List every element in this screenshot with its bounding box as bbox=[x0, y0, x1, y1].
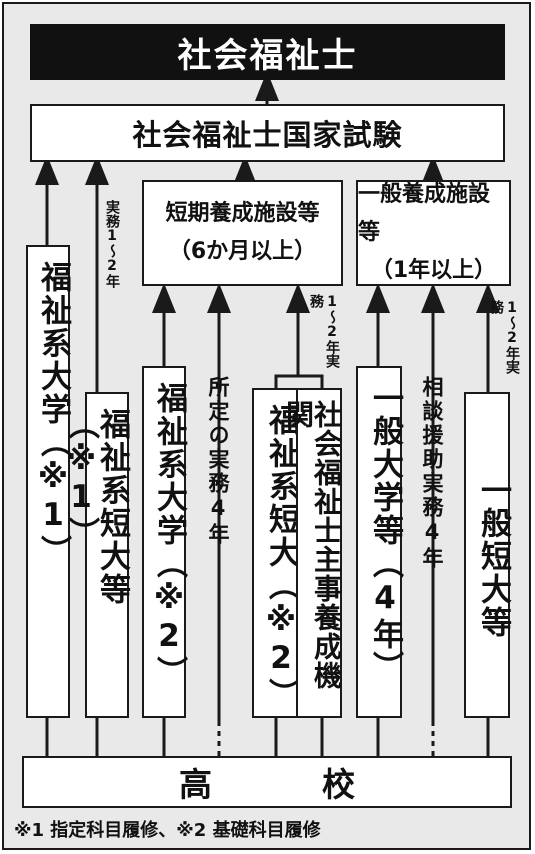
column-label: 一般大学等（4年） bbox=[367, 382, 403, 684]
column-label: 福祉系短大（※2） bbox=[263, 404, 299, 711]
high-school-char1: 高 bbox=[179, 765, 212, 804]
footnote: ※1 指定科目履修、※2 基礎科目履修 bbox=[14, 820, 321, 841]
label-practice-1-2-b: 1〜2年実務 bbox=[308, 294, 340, 368]
short-facility-line2: （6か月以上） bbox=[168, 239, 317, 264]
general-facility-box: 一般養成施設等 （1年以上） bbox=[356, 180, 511, 286]
short-facility-box: 短期養成施設等 （6か月以上） bbox=[142, 180, 343, 286]
column-welfare-junior-2: 福祉系短大（※2） bbox=[252, 388, 299, 718]
column-social-welfare-training: 社会福祉士主事養成機関 bbox=[282, 388, 343, 718]
column-label: 福祉系短大等（※1） bbox=[63, 408, 130, 606]
label-practice-1-2-a: 実務1〜2年 bbox=[104, 200, 120, 288]
title-text: 社会福祉士 bbox=[177, 35, 358, 76]
bracket-col4-col5 bbox=[274, 374, 324, 388]
column-welfare-univ-2: 福祉系大学（※2） bbox=[142, 366, 187, 718]
title-box: 社会福祉士 bbox=[30, 24, 505, 80]
high-school-char2: 校 bbox=[322, 765, 355, 804]
high-school-box: 高 校 bbox=[22, 756, 512, 808]
general-facility-line2: （1年以上） bbox=[370, 258, 497, 283]
column-label: 福祉系大学（※2） bbox=[151, 382, 187, 689]
label-designated-practice-4: 所定の実務4年 bbox=[206, 376, 230, 547]
label-consultation-practice-4: 相談援助実務4年 bbox=[420, 376, 444, 571]
exam-text: 社会福祉士国家試験 bbox=[132, 118, 403, 152]
column-general-junior: 一般短大等 bbox=[464, 392, 511, 718]
short-facility-line1: 短期養成施設等 bbox=[165, 201, 320, 226]
label-practice-1-2-c: 1〜2年実務 bbox=[488, 300, 520, 374]
column-label: 社会福祉士主事養成機関 bbox=[282, 400, 343, 690]
column-welfare-junior-1: 福祉系短大等（※1） bbox=[63, 392, 130, 718]
column-label: 一般短大等 bbox=[475, 474, 511, 639]
column-general-univ: 一般大学等（4年） bbox=[356, 366, 403, 718]
exam-box: 社会福祉士国家試験 bbox=[30, 104, 505, 162]
column-welfare-univ-1: 福祉系大学（※1） bbox=[26, 245, 71, 718]
column-label: 福祉系大学（※1） bbox=[35, 261, 71, 568]
general-facility-line1: 一般養成施設等 bbox=[358, 182, 491, 245]
